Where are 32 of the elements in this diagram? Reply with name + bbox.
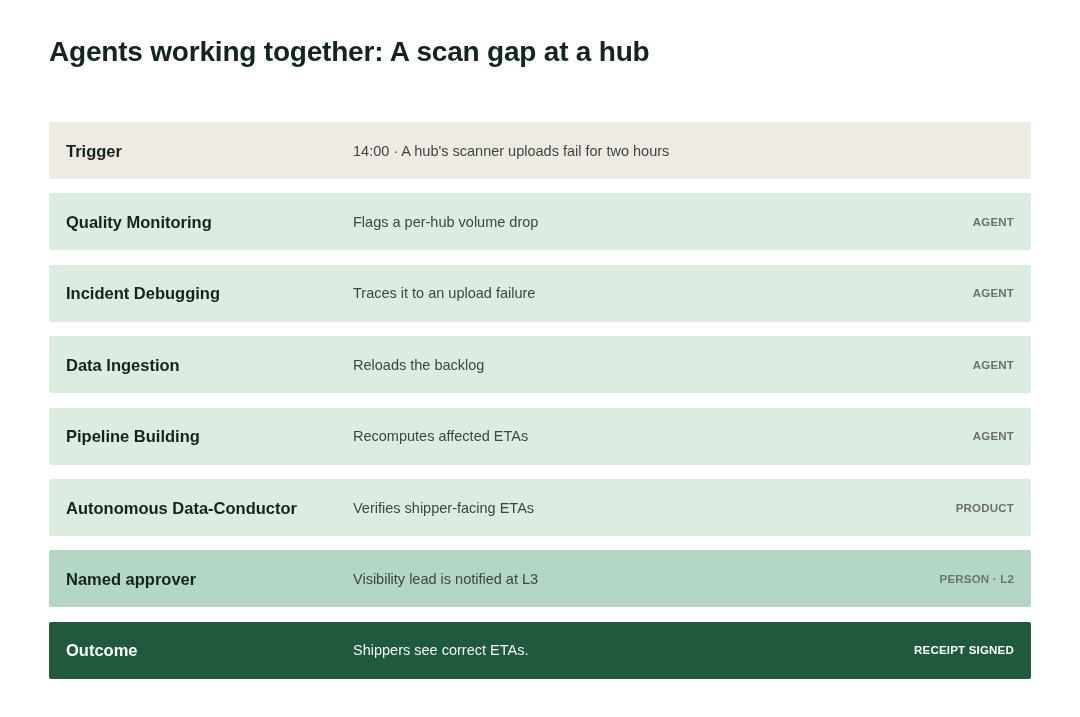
role-tag: AGENT	[972, 430, 1014, 443]
row-title: Outcome	[66, 640, 138, 660]
role-tag: AGENT	[972, 287, 1014, 300]
row-band	[49, 479, 1031, 536]
row-band	[49, 336, 1031, 394]
row-description: 14:00 · A hub's scanner uploads fail for two hours	[353, 142, 670, 159]
row-description: Traces it to an upload failure	[353, 285, 536, 302]
row-description: Visibility lead is notified at L3	[353, 570, 539, 587]
row-band	[49, 550, 1031, 608]
page-title: Agents working together: A scan gap at a hub	[49, 36, 650, 68]
row-title: Quality Monitoring	[66, 212, 212, 232]
row-description: Flags a per-hub volume drop	[353, 213, 539, 230]
role-tag: PRODUCT	[955, 501, 1014, 514]
row-band	[49, 407, 1031, 465]
row-description: Recomputes affected ETAs	[353, 428, 529, 445]
role-tag: AGENT	[972, 215, 1014, 228]
row-title: Autonomous Data-Conductor	[66, 498, 297, 517]
row-title: Incident Debugging	[66, 283, 220, 303]
row-title: Data Ingestion	[66, 355, 180, 375]
row-description: Verifies shipper-facing ETAs	[353, 499, 535, 516]
row-description: Shippers see correct ETAs.	[353, 642, 529, 659]
row-band	[49, 193, 1031, 251]
row-title: Named approver	[66, 569, 197, 589]
row-band	[49, 621, 1031, 679]
row-description: Reloads the backlog	[353, 356, 485, 373]
row-band	[49, 122, 1031, 179]
row-title: Pipeline Building	[66, 426, 200, 446]
row-title: Trigger	[66, 141, 122, 160]
role-tag: PERSON · L2	[939, 572, 1014, 585]
role-tag: AGENT	[972, 358, 1014, 371]
role-tag: RECEIPT SIGNED	[914, 644, 1014, 657]
row-band	[49, 264, 1031, 322]
